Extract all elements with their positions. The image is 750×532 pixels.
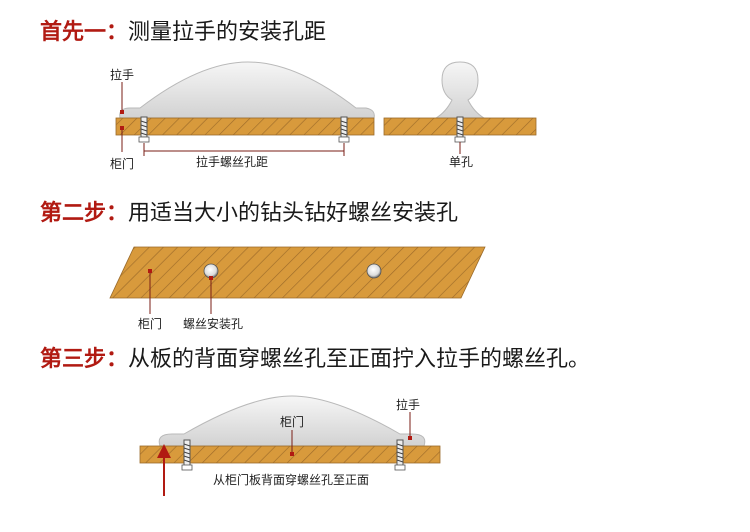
handle-shape-step1 — [119, 61, 375, 119]
cabinet-door-board-step1 — [115, 117, 375, 136]
label-step3-caption: 从柜门板背面穿螺丝孔至正面 — [213, 472, 369, 487]
leader-door-step1 — [120, 126, 124, 152]
step-2-text: 用适当大小的钻头钻好螺丝安装孔 — [128, 201, 459, 226]
leader-handle-step3 — [408, 412, 412, 440]
step-3-text: 从板的背面穿螺丝孔至正面拧入拉手的螺丝孔。 — [128, 347, 591, 372]
leader-door-step2 — [148, 269, 152, 314]
hole-distance-dimension — [143, 143, 345, 156]
step-2-figure: 柜门 螺丝安装孔 — [109, 246, 486, 331]
screw-icon — [396, 439, 404, 467]
screw-icon — [140, 116, 148, 138]
single-hole-figure: 单孔 — [383, 61, 537, 169]
label-door-step1: 柜门 — [110, 156, 134, 171]
screw-icon — [456, 116, 464, 138]
step-1-figure: 拉手 柜门 拉手螺丝孔距 — [110, 61, 375, 171]
label-door-step2: 柜门 — [138, 316, 162, 331]
leader-handle-step1 — [120, 82, 124, 114]
label-single-hole: 单孔 — [449, 155, 473, 169]
cabinet-door-board-step2 — [109, 246, 486, 299]
leader-door-step3 — [290, 430, 294, 456]
step-3-figure: 柜门 拉手 从柜门板背面穿螺丝孔至正面 — [139, 395, 441, 496]
step-1-text: 测量拉手的安装孔距 — [128, 20, 327, 45]
label-hole-distance: 拉手螺丝孔距 — [196, 154, 268, 169]
step-3-lead: 第三步： — [40, 347, 129, 372]
knob-shape — [434, 61, 486, 119]
screw-icon — [340, 116, 348, 138]
label-screw-hole: 螺丝安装孔 — [183, 316, 243, 331]
step-1-lead: 首先一： — [40, 20, 129, 45]
handle-shape-step3 — [158, 395, 426, 447]
label-handle-step3: 拉手 — [396, 397, 420, 412]
leader-hole-step2 — [209, 276, 213, 314]
label-handle-step1: 拉手 — [110, 67, 134, 82]
screw-hole-right — [366, 263, 382, 279]
screw-hole-left — [203, 263, 219, 279]
step-2-heading: 第二步：用适当大小的钻头钻好螺丝安装孔 — [40, 203, 458, 225]
arrow-up-icon — [157, 444, 171, 496]
step-1-heading: 首先一：测量拉手的安装孔距 — [40, 22, 326, 44]
screw-icon — [183, 439, 191, 467]
step-3-heading: 第三步：从板的背面穿螺丝孔至正面拧入拉手的螺丝孔。 — [40, 349, 590, 371]
step-2-lead: 第二步： — [40, 201, 129, 226]
label-door-step3: 柜门 — [280, 414, 304, 429]
